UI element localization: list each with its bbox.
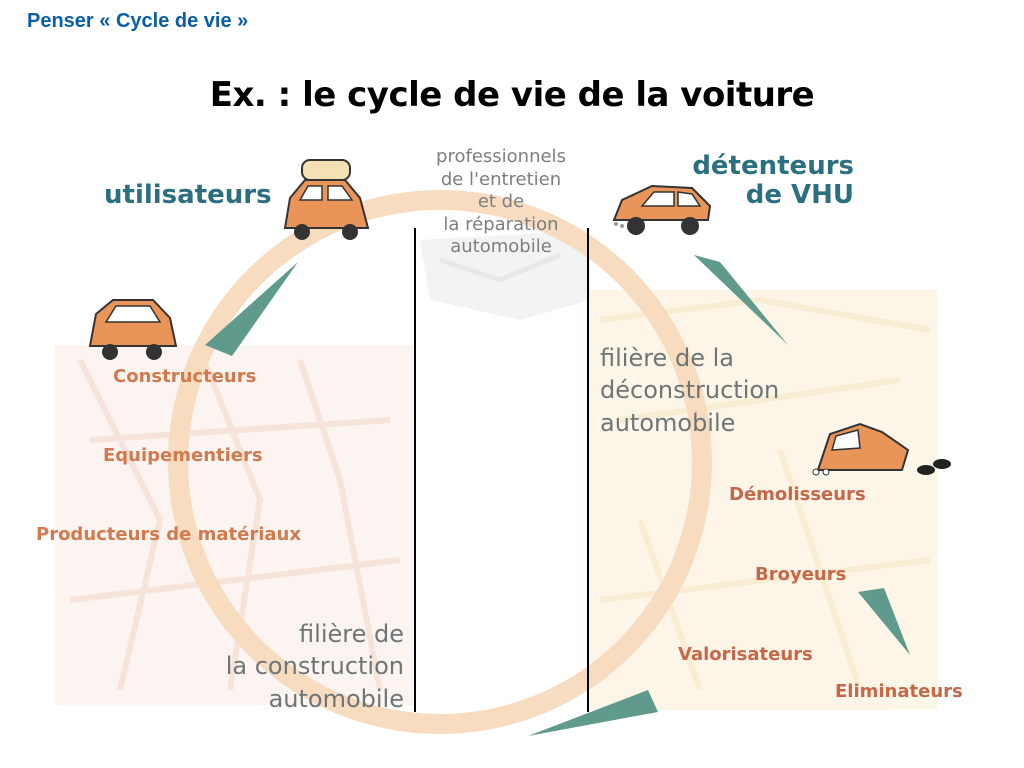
arrow-holders-to-deconstruction xyxy=(694,255,788,345)
car-side-icon xyxy=(612,184,712,235)
wrecked-car-icon xyxy=(812,422,951,476)
users-label: utilisateurs xyxy=(104,180,272,210)
arrow-construction-to-users xyxy=(205,262,298,356)
arrow-broyeurs-to-eliminateurs xyxy=(858,588,910,655)
demolisseurs-label: Démolisseurs xyxy=(729,484,866,505)
slide-header: Penser « Cycle de vie » xyxy=(27,10,249,32)
scrapyard-background-illustration xyxy=(588,290,938,710)
equipementiers-label: Equipementiers xyxy=(103,445,263,466)
construction-sector-label: filière de la construction automobile xyxy=(225,620,404,713)
car-loaded-icon xyxy=(283,159,370,240)
constructeurs-label: Constructeurs xyxy=(113,366,257,387)
broyeurs-label: Broyeurs xyxy=(755,564,847,585)
slide-title: Ex. : le cycle de vie de la voiture xyxy=(209,75,815,115)
valorisateurs-label: Valorisateurs xyxy=(678,644,813,665)
producteurs-label: Producteurs de matériaux xyxy=(36,524,301,545)
eliminateurs-label: Eliminateurs xyxy=(835,681,963,702)
factory-background-illustration xyxy=(55,345,415,705)
garage-background-illustration xyxy=(420,230,590,320)
vhu-holders-label: détenteurs de VHU xyxy=(692,151,854,210)
deconstruction-sector-label: filière de la déconstruction automobile xyxy=(600,344,780,437)
repair-professionals-label: professionnels de l'entretien et de la r… xyxy=(436,146,566,257)
lifecycle-ring xyxy=(168,190,712,734)
car-front-icon xyxy=(88,299,178,360)
arrow-recycling-to-construction xyxy=(528,690,658,736)
